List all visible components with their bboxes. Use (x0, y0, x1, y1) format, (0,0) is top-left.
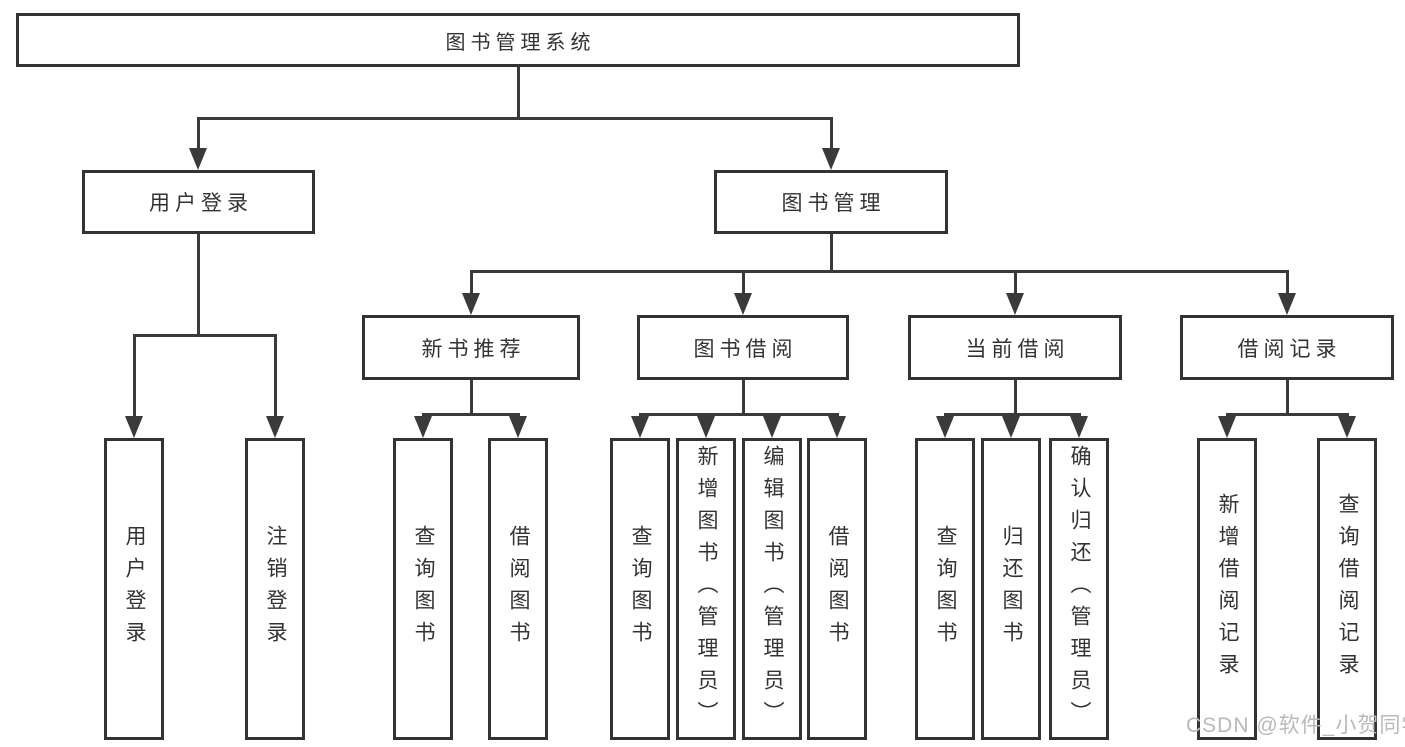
arrowhead-icon (1218, 416, 1236, 438)
arrowhead-icon (734, 293, 752, 315)
node-book-borrowing: 图书借阅 (637, 315, 849, 380)
leaf-label: 查询图书 (629, 525, 653, 653)
node-user-login: 用户登录 (82, 170, 315, 234)
node-current-borrowing: 当前借阅 (908, 315, 1122, 380)
leaf-label: 查询图书 (412, 525, 436, 653)
node-book-management: 图书管理 (714, 170, 948, 234)
arrowhead-icon (509, 416, 527, 438)
leaf-query-books-2: 查询图书 (610, 438, 670, 740)
arrowhead-icon (763, 416, 781, 438)
connector-line (829, 118, 833, 150)
arrowhead-icon (828, 416, 846, 438)
connector-line (421, 412, 520, 416)
leaf-label: 新增图书（管理员） (695, 445, 719, 733)
arrowhead-icon (631, 416, 649, 438)
leaf-label: 查询图书 (934, 525, 958, 653)
arrowhead-icon (697, 416, 715, 438)
connector-line (1285, 271, 1289, 295)
leaf-label: 借阅图书 (826, 525, 850, 653)
connector-line (196, 116, 833, 120)
leaf-label: 查询借阅记录 (1336, 493, 1360, 685)
leaf-label: 确认归还（管理员） (1068, 445, 1092, 733)
connector-line (1013, 380, 1017, 416)
leaf-label: 借阅图书 (507, 525, 531, 653)
arrowhead-icon (125, 416, 143, 438)
connector-line (132, 333, 277, 337)
arrowhead-icon (1006, 293, 1024, 315)
connector-line (1285, 380, 1289, 416)
arrowhead-icon (266, 416, 284, 438)
leaf-borrow-books-1: 借阅图书 (488, 438, 548, 740)
arrowhead-icon (414, 416, 432, 438)
arrowhead-icon (822, 148, 840, 170)
leaf-confirm-return-admin: 确认归还（管理员） (1049, 438, 1109, 740)
connector-line (1013, 271, 1017, 295)
arrowhead-icon (936, 416, 954, 438)
leaf-add-books-admin: 新增图书（管理员） (676, 438, 736, 740)
connector-line (273, 335, 277, 418)
leaf-edit-books-admin: 编辑图书（管理员） (742, 438, 802, 740)
arrowhead-icon (462, 293, 480, 315)
arrowhead-icon (1278, 293, 1296, 315)
leaf-user-login: 用户登录 (104, 438, 164, 740)
node-borrowing-records: 借阅记录 (1180, 315, 1394, 380)
connector-line (469, 380, 473, 416)
leaf-label: 用户登录 (123, 525, 147, 653)
leaf-label: 归还图书 (1000, 525, 1024, 653)
connector-line (741, 380, 745, 416)
connector-line (469, 271, 473, 295)
arrowhead-icon (1070, 416, 1088, 438)
leaf-query-books-1: 查询图书 (393, 438, 453, 740)
node-new-book-recommendation: 新书推荐 (362, 315, 580, 380)
node-book-management-system: 图书管理系统 (16, 13, 1020, 67)
arrowhead-icon (189, 148, 207, 170)
leaf-logout: 注销登录 (245, 438, 305, 740)
leaf-borrow-books-2: 借阅图书 (807, 438, 867, 740)
connector-line (132, 335, 136, 418)
connector-line (196, 234, 200, 337)
connector-line (1225, 412, 1349, 416)
leaf-label: 新增借阅记录 (1216, 493, 1240, 685)
csdn-watermark: CSDN @软件_小贺同学 (1186, 714, 1405, 737)
connector-line (638, 412, 839, 416)
leaf-return-books: 归还图书 (981, 438, 1041, 740)
leaf-label: 编辑图书（管理员） (761, 445, 785, 733)
connector-line (469, 269, 1289, 273)
leaf-add-borrow-record: 新增借阅记录 (1197, 438, 1257, 740)
arrowhead-icon (1002, 416, 1020, 438)
connector-line (741, 271, 745, 295)
leaf-query-borrow-record: 查询借阅记录 (1317, 438, 1377, 740)
connector-line (196, 118, 200, 150)
connector-line (829, 234, 833, 273)
leaf-query-books-3: 查询图书 (915, 438, 975, 740)
leaf-label: 注销登录 (264, 525, 288, 653)
connector-line (516, 67, 520, 120)
arrowhead-icon (1338, 416, 1356, 438)
